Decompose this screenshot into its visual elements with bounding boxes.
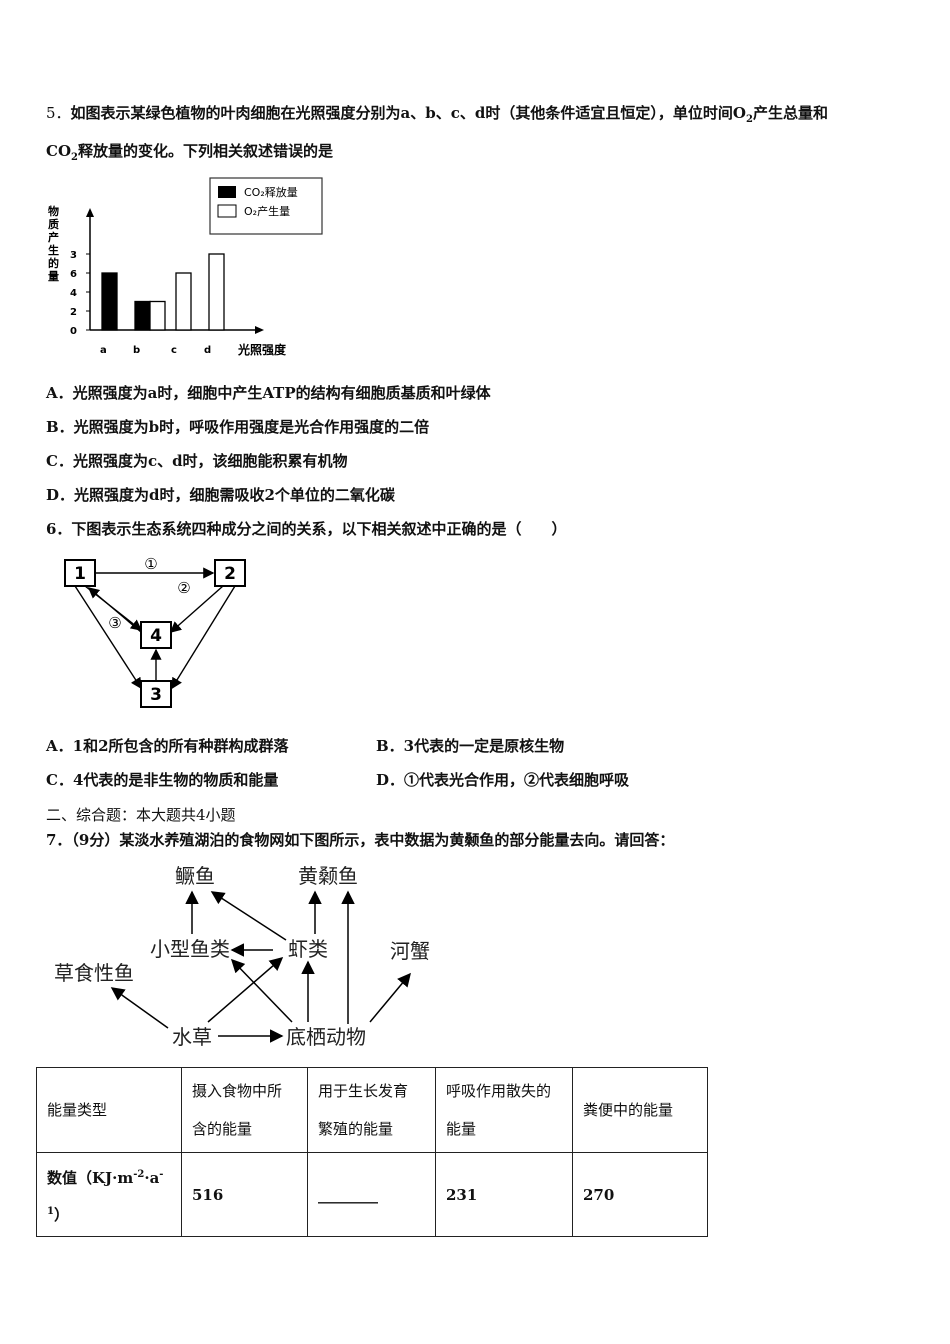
arrow-1-to-4 xyxy=(84,585,143,631)
q5-stem-line1: 5．如图表示某绿色植物的叶肉细胞在光照强度分别为a、b、c、d时（其他条件适宜且… xyxy=(46,102,828,125)
node-4-box xyxy=(140,621,172,649)
legend-swatch-o2 xyxy=(217,204,237,218)
legend-label-o2: O₂产生量 xyxy=(244,204,290,218)
q6-option-d: D．①代表光合作用，②代表细胞呼吸 xyxy=(376,771,630,789)
node-2-label: 2 xyxy=(224,564,236,584)
q5-stem-part1: 如图表示某绿色植物的叶肉细胞在光照强度分别为a、b、c、d时（其他条件适宜且恒定… xyxy=(70,104,733,122)
x-tick-label: c xyxy=(171,345,177,356)
y-tick-label: 6 xyxy=(70,269,77,280)
bars xyxy=(101,253,225,331)
arrow-2-to-3 xyxy=(171,585,236,690)
node-diqi: 底栖动物 xyxy=(286,1025,366,1049)
y-axis-label-char: 质 xyxy=(48,217,59,231)
node-hexie: 河蟹 xyxy=(390,939,430,963)
energy-table: 能量类型 摄入食物中所含的能量 用于生长发育繁殖的能量 呼吸作用散失的能量 粪便… xyxy=(36,1067,708,1237)
node-shuicao: 水草 xyxy=(172,1025,212,1049)
table-cell-blank[interactable]: ________ xyxy=(307,1152,436,1237)
table-row-label: 数值（KJ·m-2·a-1） xyxy=(36,1152,182,1237)
q6-option-a: A．1和2所包含的所有种群构成群落 xyxy=(46,737,289,755)
node-guiyu: 鳜鱼 xyxy=(175,864,215,888)
node-3-box xyxy=(140,680,172,708)
arrow-diqi-to-hexie xyxy=(369,972,411,1023)
y-tick-label: 4 xyxy=(70,288,77,299)
arrow-shuicao-to-xia xyxy=(207,957,284,1023)
q5-co2: CO xyxy=(46,142,72,160)
q5-co2-sub: 2 xyxy=(71,152,78,163)
q5-option-c: C．光照强度为c、d时，该细胞能积累有机物 xyxy=(46,452,348,470)
y-axis-label-char: 量 xyxy=(48,270,59,283)
node-huangsang: 黄颡鱼 xyxy=(298,864,358,888)
node-2-box xyxy=(214,559,246,587)
arrow-1-to-3 xyxy=(74,585,142,690)
table-cell: 516 xyxy=(181,1152,308,1237)
x-axis-label: 光照强度 xyxy=(237,342,287,357)
node-3-label: 3 xyxy=(150,685,162,705)
y-tick-label: 0 xyxy=(70,326,77,337)
node-1-label: 1 xyxy=(74,564,86,584)
table-header-cell: 粪便中的能量 xyxy=(572,1067,708,1153)
table-cell: 270 xyxy=(572,1152,708,1237)
table-header-cell: 能量类型 xyxy=(36,1067,182,1153)
node-xiaoxing: 小型鱼类 xyxy=(150,937,230,961)
table-header-cell: 呼吸作用散失的能量 xyxy=(435,1067,573,1153)
q7-stem: 7．（9分）某淡水养殖湖泊的食物网如下图所示，表中数据为黄颡鱼的部分能量去向。请… xyxy=(46,831,675,849)
x-tick-label: a xyxy=(100,345,107,356)
bar-c-1 xyxy=(175,272,192,331)
q5-option-d: D．光照强度为d时，细胞需吸收2个单位的二氧化碳 xyxy=(46,486,395,504)
q5-option-b: B．光照强度为b时，呼吸作用强度是光合作用强度的二倍 xyxy=(46,418,430,436)
q5-option-a: A．光照强度为a时，细胞中产生ATP的结构有细胞质基质和叶绿体 xyxy=(46,384,491,402)
arrow-diqi-to-xiaoxing xyxy=(230,958,293,1023)
y-axis-label-char: 生 xyxy=(48,243,59,257)
q5-number: 5． xyxy=(46,104,71,122)
x-tick-label: b xyxy=(133,345,140,356)
q6-ecosystem-diagram: 1 2 4 3 ① ② ③ xyxy=(64,555,246,708)
arrow-xia-to-guiyu xyxy=(210,891,287,941)
legend-label-co2: CO₂释放量 xyxy=(244,185,298,199)
q7-food-web-diagram: 鳜鱼 黄颡鱼 小型鱼类 虾类 河蟹 草食性鱼 水草 底栖动物 xyxy=(54,864,430,1049)
node-caoshi: 草食性鱼 xyxy=(54,961,134,985)
node-4-label: 4 xyxy=(150,626,162,646)
legend-swatch-co2 xyxy=(218,186,236,198)
q6-stem: 6．下图表示生态系统四种成分之间的关系，以下相关叙述中正确的是（ ） xyxy=(46,520,567,538)
q5-o2: O xyxy=(732,104,746,122)
q6-option-c: C．4代表的是非生物的物质和能量 xyxy=(46,771,279,789)
x-tick-label: d xyxy=(204,345,211,356)
q5-stem-line2: CO2释放量的变化。下列相关叙述错误的是 xyxy=(46,140,333,163)
y-axis-label-char: 产 xyxy=(48,230,59,244)
bar-d-1 xyxy=(208,253,225,331)
arrow-label-2: ② xyxy=(177,579,190,597)
x-ticks: a b c d xyxy=(100,345,211,356)
q5-o2-sub: 2 xyxy=(745,114,753,125)
y-axis-label-char: 物 xyxy=(48,204,59,218)
arrow-2-to-4 xyxy=(169,585,224,633)
y-tick-label: 3 xyxy=(70,250,77,261)
q5-stem-part2: 产生总量和 xyxy=(752,104,828,122)
table-header-row: 能量类型 摄入食物中所含的能量 用于生长发育繁殖的能量 呼吸作用散失的能量 粪便… xyxy=(36,1067,708,1153)
y-axis-arrow xyxy=(86,208,94,217)
section-heading: 二、综合题：本大题共4小题 xyxy=(46,806,236,824)
q5-stem-part3: 释放量的变化。下列相关叙述错误的是 xyxy=(77,142,333,160)
arrow-label-1: ① xyxy=(144,555,157,573)
node-xia: 虾类 xyxy=(288,937,328,961)
bar-a-0 xyxy=(101,272,118,331)
table-header-cell: 摄入食物中所含的能量 xyxy=(181,1067,308,1153)
y-ticks: 0 2 4 6 3 xyxy=(70,250,90,337)
y-tick-label: 2 xyxy=(70,307,77,318)
y-axis-label-char: 的 xyxy=(48,256,59,270)
arrow-shuicao-to-caoshi xyxy=(110,987,169,1029)
x-axis-arrow xyxy=(255,326,264,334)
q6-option-b: B．3代表的一定是原核生物 xyxy=(376,737,565,755)
table-row: 数值（KJ·m-2·a-1） 516 ________ 231 270 xyxy=(36,1152,708,1237)
bar-b-1 xyxy=(149,300,166,331)
table-header-cell: 用于生长发育繁殖的能量 xyxy=(307,1067,436,1153)
bar-b-0 xyxy=(134,300,151,331)
table-cell: 231 xyxy=(435,1152,573,1237)
arrow-label-3: ③ xyxy=(108,614,121,632)
